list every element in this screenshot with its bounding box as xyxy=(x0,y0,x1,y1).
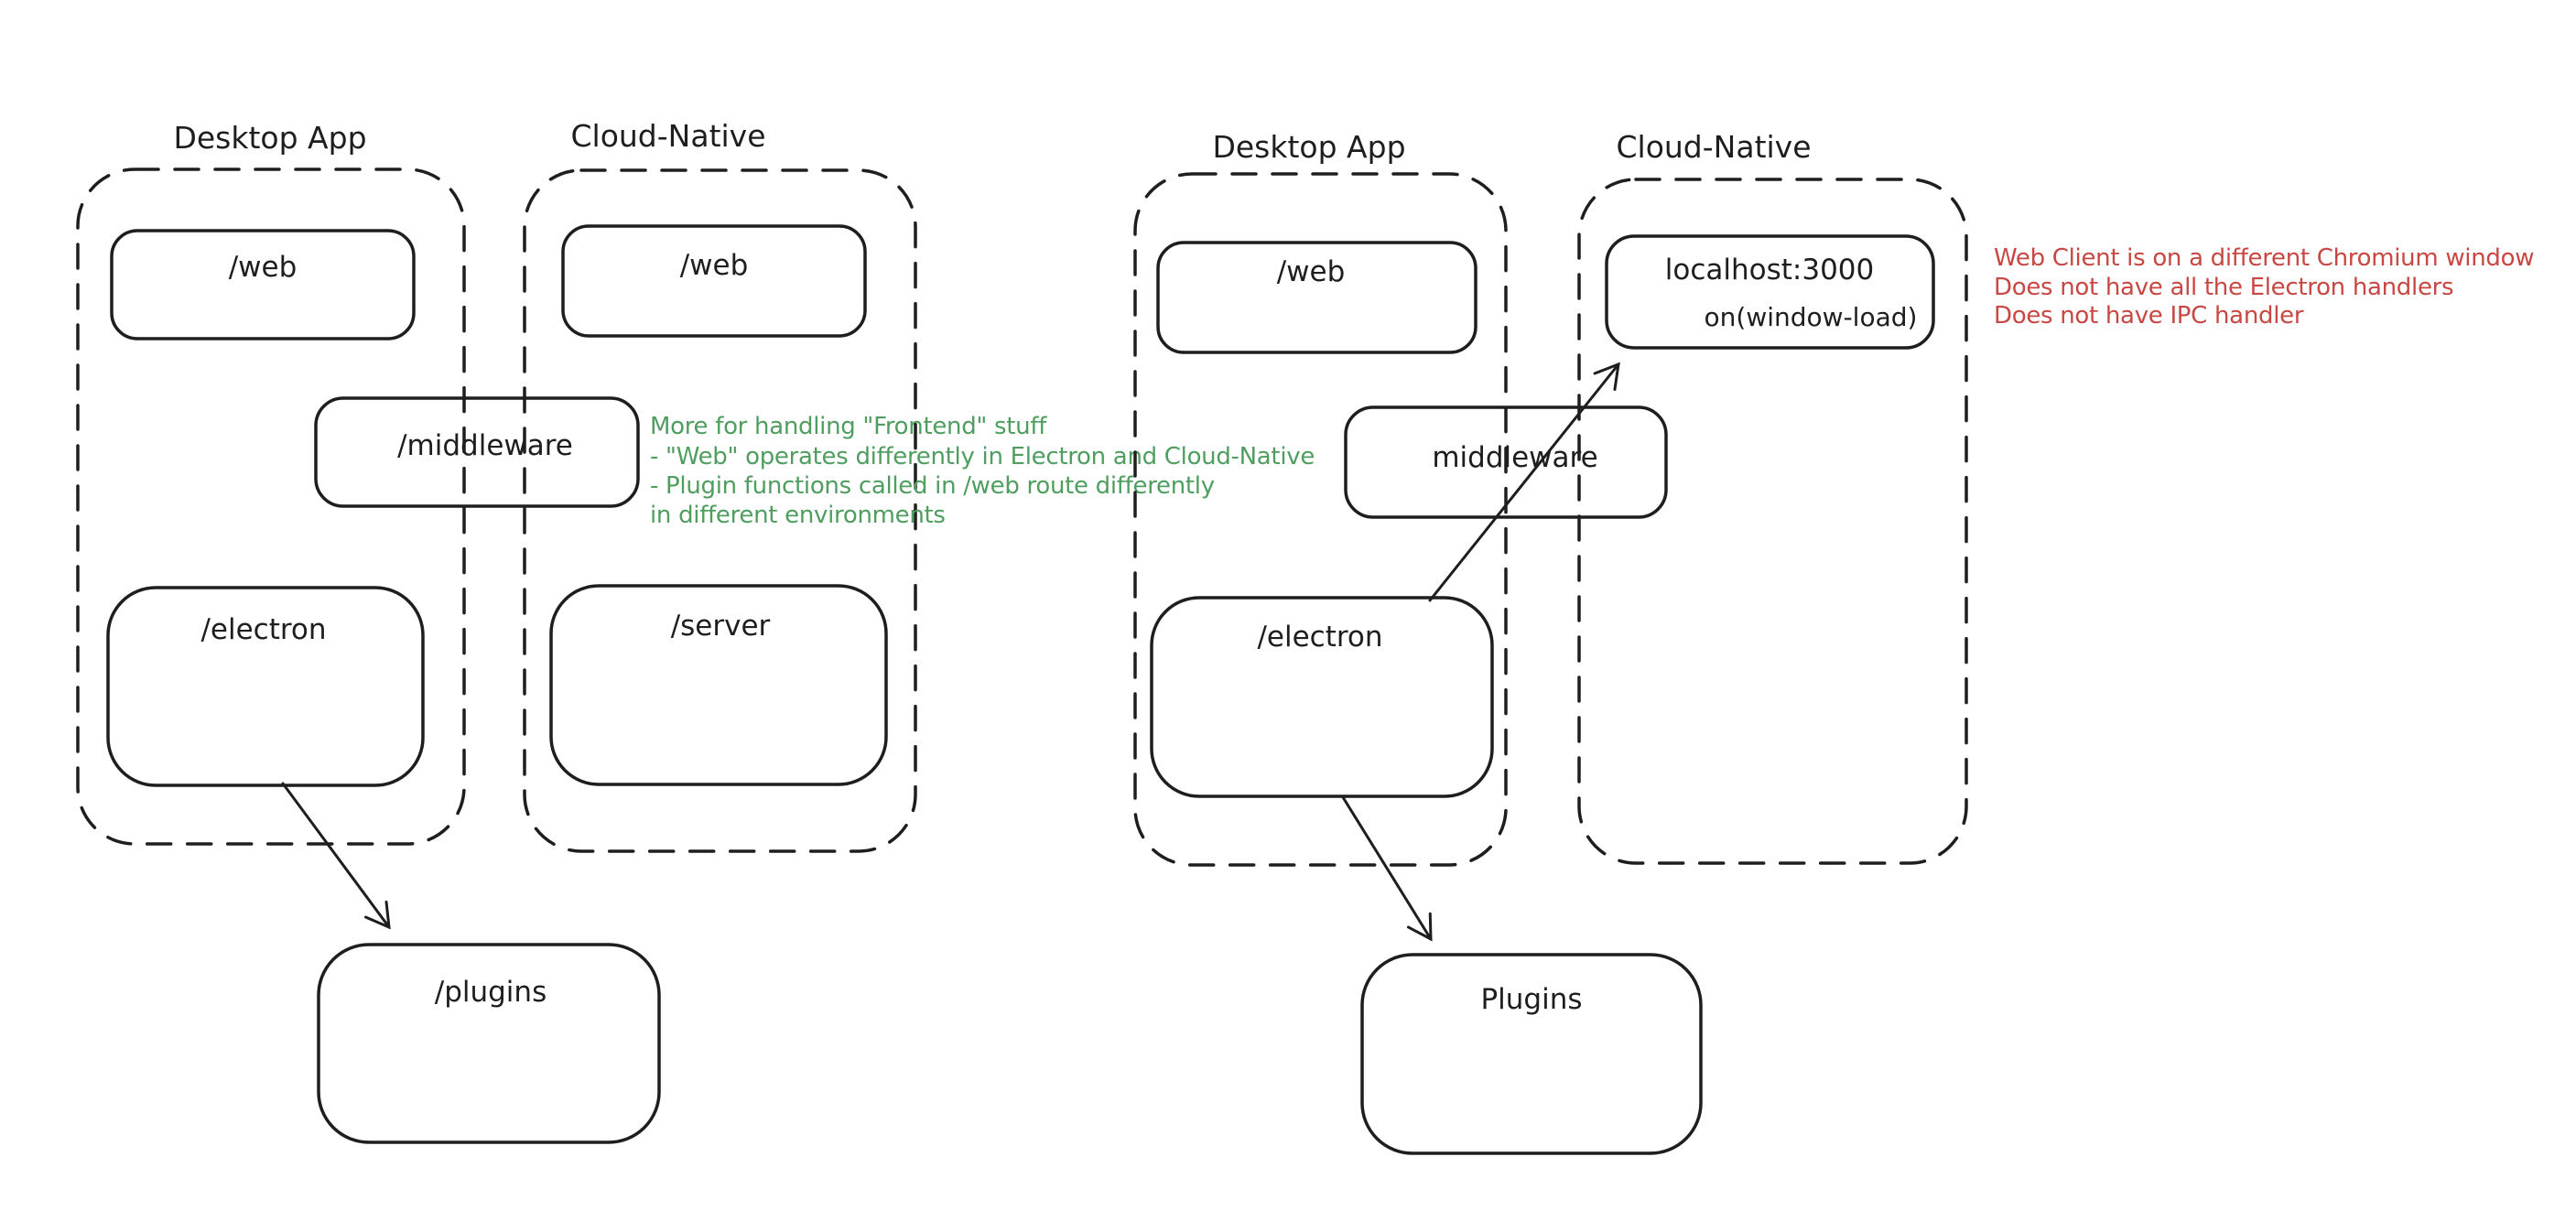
arrow-electron-to-plugins-right xyxy=(1341,795,1433,942)
box-label-server-left: /server xyxy=(671,610,771,643)
note-frontend-stuff: More for handling "Frontend" stuff - "We… xyxy=(650,413,1315,529)
note-web-client-line-2: Does not have all the Electron handlers xyxy=(1994,274,2453,301)
box-label-web-desktop-left: /web xyxy=(229,251,298,284)
box-label-localhost-3000: localhost:3000 xyxy=(1665,254,1875,286)
container-cloud-native-left xyxy=(523,168,917,853)
box-plugins-right xyxy=(1360,953,1703,1155)
box-label-plugins-left: /plugins xyxy=(435,976,547,1009)
container-label-cloud-native-right: Cloud-Native xyxy=(1616,129,1811,165)
box-middleware-right xyxy=(1344,405,1668,519)
box-web-desktop-left xyxy=(110,229,416,340)
box-electron-right xyxy=(1150,596,1494,798)
box-plugins-left xyxy=(317,943,661,1144)
box-web-desktop-right xyxy=(1156,241,1477,354)
box-label-middleware-left: /middleware xyxy=(397,429,573,462)
note-frontend-line-4: in different environments xyxy=(650,502,946,529)
note-frontend-line-2: - "Web" operates differently in Electron… xyxy=(650,443,1315,470)
box-middleware-left xyxy=(314,396,640,508)
box-label-web-cloud-left: /web xyxy=(680,249,749,282)
box-server-left xyxy=(549,584,888,786)
container-desktop-app-left xyxy=(76,168,466,846)
container-label-desktop-app-right: Desktop App xyxy=(1212,129,1405,165)
note-web-client-line-1: Web Client is on a different Chromium wi… xyxy=(1994,244,2534,272)
box-label-web-desktop-right: /web xyxy=(1277,255,1346,288)
note-web-client-line-3: Does not have IPC handler xyxy=(1994,302,2304,330)
note-frontend-line-1: More for handling "Frontend" stuff xyxy=(650,413,1047,440)
box-label-electron-left: /electron xyxy=(200,613,326,646)
arrow-electron-to-plugins-left xyxy=(281,782,391,930)
box-label-electron-right: /electron xyxy=(1257,621,1382,654)
container-cloud-native-right xyxy=(1577,178,1968,865)
arrow-electron-to-localhost-right xyxy=(1428,362,1620,602)
note-web-client: Web Client is on a different Chromium wi… xyxy=(1994,244,2535,330)
box-label-plugins-right: Plugins xyxy=(1480,983,1582,1016)
container-desktop-app-right xyxy=(1133,172,1508,867)
box-localhost-3000 xyxy=(1605,234,1935,350)
container-label-cloud-native-left: Cloud-Native xyxy=(570,118,765,154)
box-web-cloud-left xyxy=(561,224,867,338)
box-label-on-window-load: on(window-load) xyxy=(1705,302,1918,332)
box-electron-left xyxy=(106,586,425,787)
note-frontend-line-3: - Plugin functions called in /web route … xyxy=(650,472,1215,500)
box-label-middleware-right: middleware xyxy=(1432,441,1597,474)
container-label-desktop-app-left: Desktop App xyxy=(173,120,366,156)
